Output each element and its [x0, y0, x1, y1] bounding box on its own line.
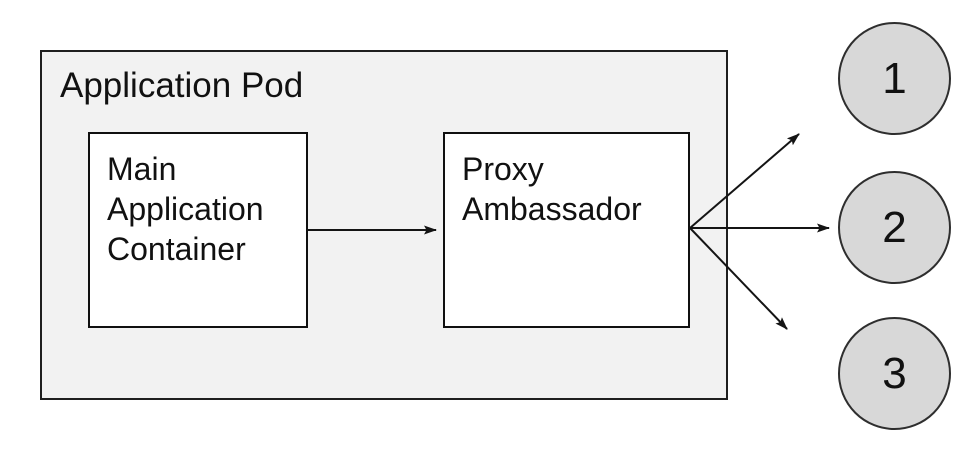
endpoint-circle-3: 3 — [838, 317, 951, 430]
endpoint-1-label: 1 — [882, 53, 907, 103]
endpoint-circle-2: 2 — [838, 171, 951, 284]
endpoint-circle-1: 1 — [838, 22, 951, 135]
main-application-container-label: Main Application Container — [107, 151, 264, 267]
application-pod-label: Application Pod — [60, 66, 304, 105]
proxy-ambassador-label: Proxy Ambassador — [462, 151, 642, 227]
endpoint-2-label: 2 — [882, 202, 907, 252]
node-main-application-container: Main Application Container — [88, 132, 308, 328]
endpoint-3-label: 3 — [882, 348, 907, 398]
node-proxy-ambassador: Proxy Ambassador — [443, 132, 690, 328]
